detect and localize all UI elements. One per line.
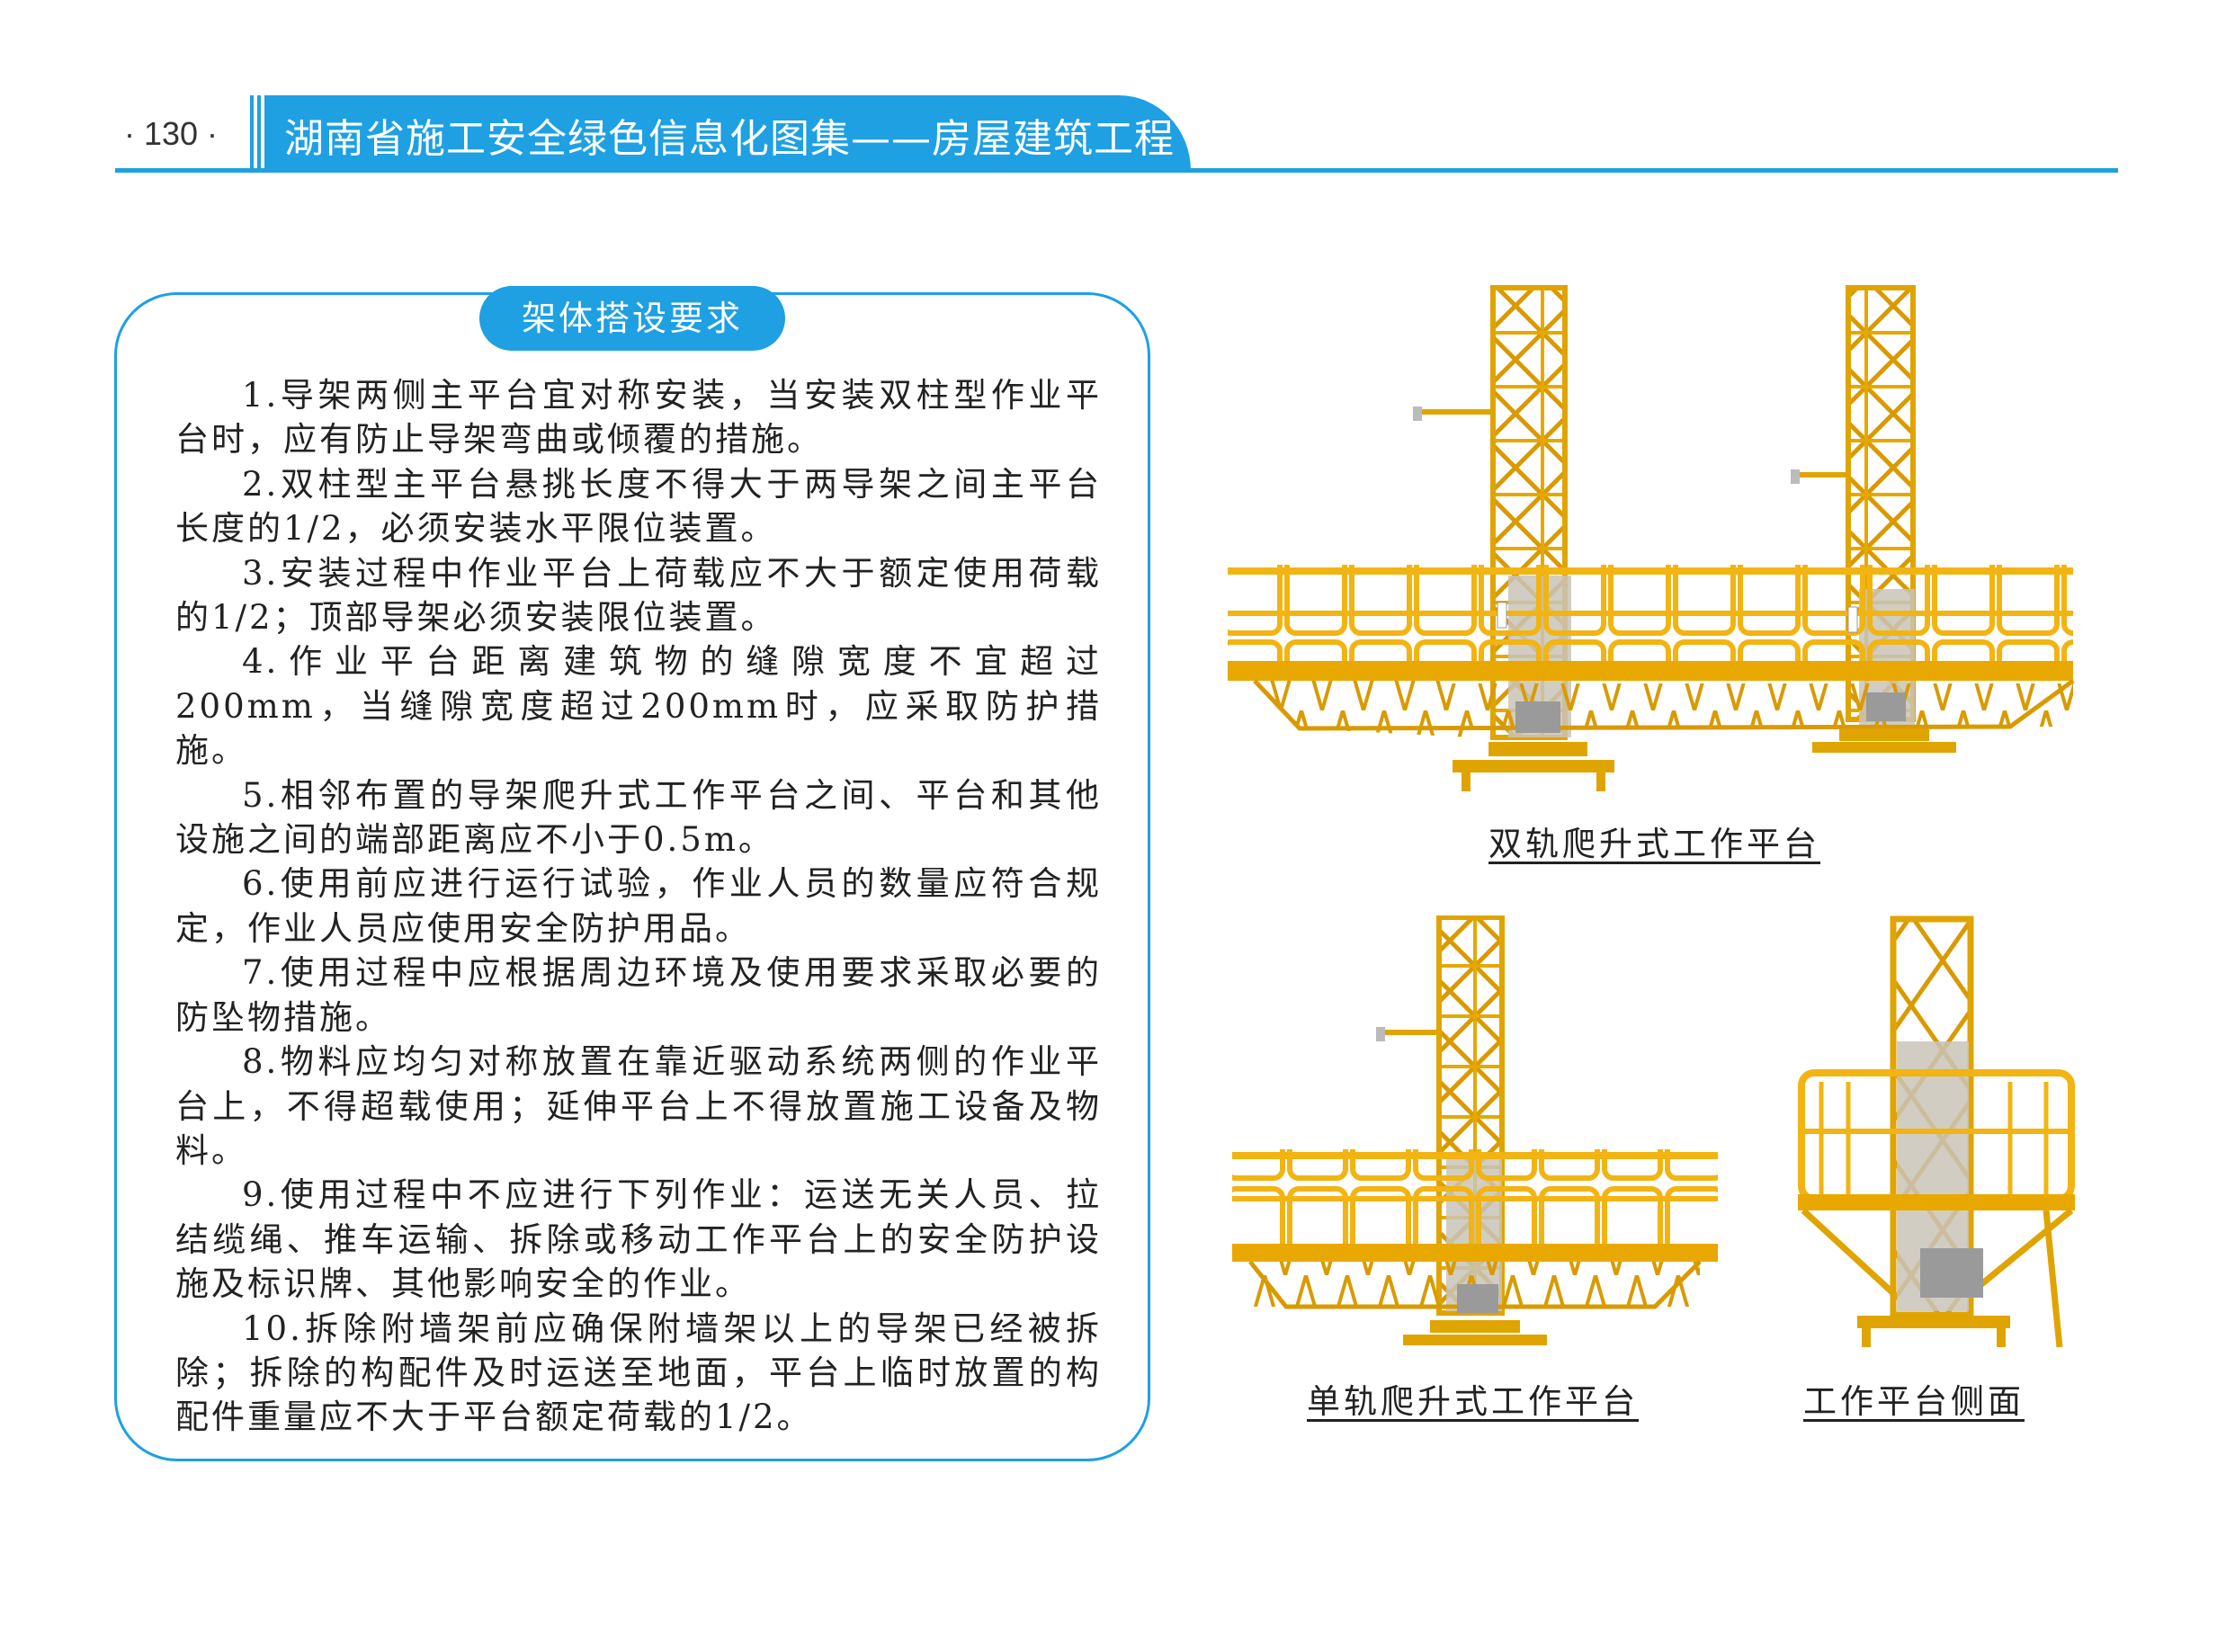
header-tab	[264, 95, 1191, 171]
requirement-item: 10.拆除附墙架前应确保附墙架以上的导架已经被拆除；拆除的构配件及时运送至地面，…	[175, 1308, 1102, 1437]
header-divider-bars	[250, 95, 263, 171]
requirement-item: 1.导架两侧主平台宜对称安装，当安装双柱型作业平台时，应有防止导架弯曲或倾覆的措…	[175, 376, 1102, 460]
requirement-item: 9.使用过程中不应进行下列作业：运送无关人员、拉结缆绳、推车运输、拆除或移动工作…	[175, 1175, 1102, 1304]
platform-side-view-illustration	[1798, 915, 2075, 1348]
figure-caption-double: 双轨爬升式工作平台	[1488, 825, 1820, 863]
book-title: 湖南省施工安全绿色信息化图集——房屋建筑工程	[284, 116, 1175, 162]
double-mast-platform-illustration	[1228, 285, 2075, 791]
page-number: · 130 ·	[124, 115, 219, 152]
requirement-item: 7.使用过程中应根据周边环境及使用要求采取必要的防坠物措施。	[175, 953, 1102, 1037]
header-rule	[115, 168, 2118, 173]
requirement-item: 6.使用前应进行运行试验，作业人员的数量应符合规定，作业人员应使用安全防护用品。	[175, 864, 1102, 948]
requirements-list: 1.导架两侧主平台宜对称安装，当安装双柱型作业平台时，应有防止导架弯曲或倾覆的措…	[175, 373, 1102, 1440]
requirements-title: 架体搭设要求	[479, 286, 785, 351]
requirement-item: 2.双柱型主平台悬挑长度不得大于两导架之间主平台长度的1/2，必须安装水平限位装…	[175, 464, 1102, 549]
requirement-item: 8.物料应均匀对称放置在靠近驱动系统两侧的作业平台上，不得超载使用；延伸平台上不…	[175, 1042, 1102, 1170]
figure-caption-single: 单轨爬升式工作平台	[1307, 1382, 1639, 1421]
requirement-item: 4.作业平台距离建筑物的缝隙宽度不宜超过200mm，当缝隙宽度超过200mm时，…	[175, 642, 1102, 771]
figure-caption-side: 工作平台侧面	[1803, 1382, 2025, 1421]
single-mast-platform-illustration	[1232, 915, 1718, 1345]
requirement-item: 3.安装过程中作业平台上荷载应不大于额定使用荷载的1/2；顶部导架必须安装限位装…	[175, 553, 1102, 638]
requirement-item: 5.相邻布置的导架爬升式工作平台之间、平台和其他设施之间的端部距离应不小于0.5…	[175, 775, 1102, 860]
